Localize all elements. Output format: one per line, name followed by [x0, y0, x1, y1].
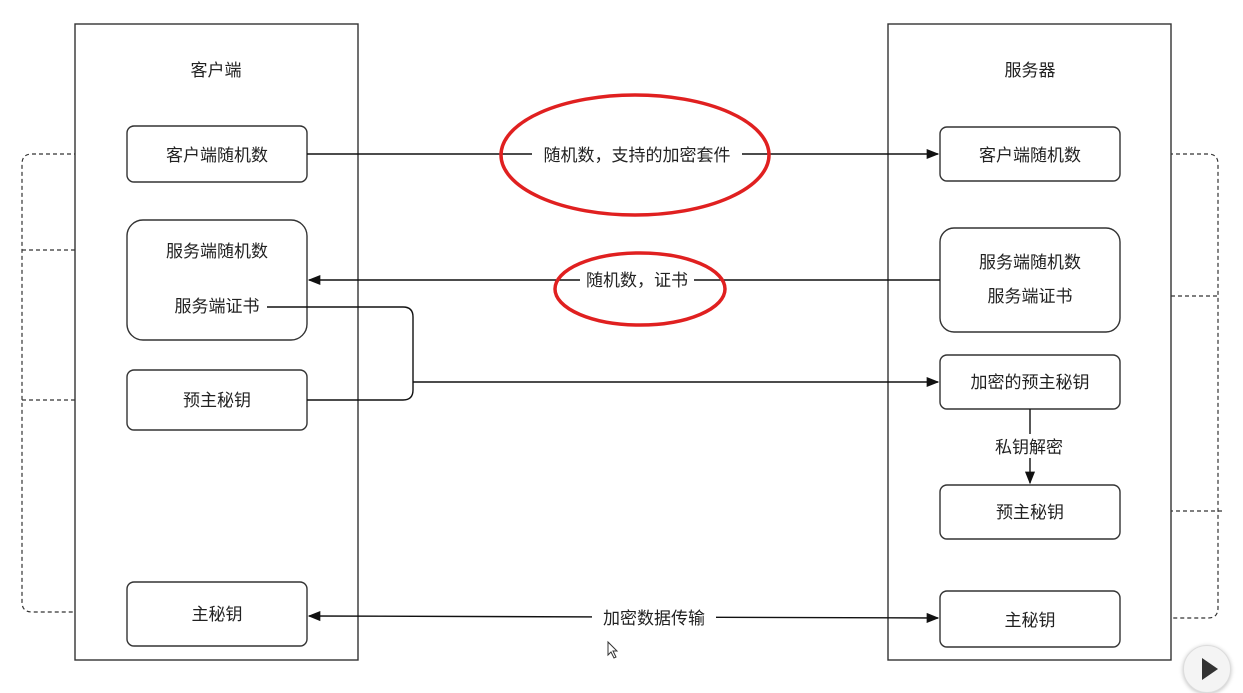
client-column	[74, 23, 359, 661]
server-info-box	[939, 227, 1121, 333]
client-premaster-label: 预主秘钥	[183, 391, 251, 411]
server-client-random-label: 客户端随机数	[979, 146, 1081, 166]
play-icon	[1202, 658, 1218, 680]
server-client-random-box	[939, 126, 1121, 182]
mouse-cursor-icon	[607, 640, 619, 659]
client-server-cert-label: 服务端证书	[175, 297, 260, 317]
client-hello-label-bg	[532, 142, 742, 166]
decrypt-label: 私钥解密	[995, 438, 1063, 458]
server-premaster-box	[939, 484, 1121, 540]
highlight-ellipse-server-hello	[553, 251, 727, 327]
data-transfer-label: 加密数据传输	[603, 609, 705, 629]
server-premaster-label: 预主秘钥	[996, 503, 1064, 523]
server-encrypted-premaster-label: 加密的预主秘钥	[971, 373, 1090, 393]
play-button[interactable]	[1183, 645, 1231, 693]
highlight-ellipse-client-hello	[499, 93, 771, 217]
server-random-label: 服务端随机数	[979, 253, 1081, 273]
client-master-label: 主秘钥	[192, 605, 243, 625]
server-column	[887, 23, 1172, 661]
server-hello-label: 随机数，证书	[586, 271, 688, 291]
client-hello-label: 随机数，支持的加密套件	[544, 146, 731, 166]
server-master-box	[939, 590, 1121, 648]
data-label-bg	[592, 605, 716, 629]
client-master-box	[126, 581, 308, 647]
client-column-title: 客户端	[191, 61, 242, 81]
server-column-title: 服务器	[1005, 61, 1056, 81]
server-cert-label: 服务端证书	[988, 287, 1073, 307]
server-master-label: 主秘钥	[1005, 611, 1056, 631]
server-hello-label-bg	[580, 268, 694, 292]
client-random-label: 客户端随机数	[166, 146, 268, 166]
cert-premaster-bracket	[267, 306, 414, 401]
decrypt-label-bg	[985, 434, 1075, 458]
client-server-info-box	[126, 219, 308, 341]
client-server-random-label: 服务端随机数	[166, 242, 268, 262]
